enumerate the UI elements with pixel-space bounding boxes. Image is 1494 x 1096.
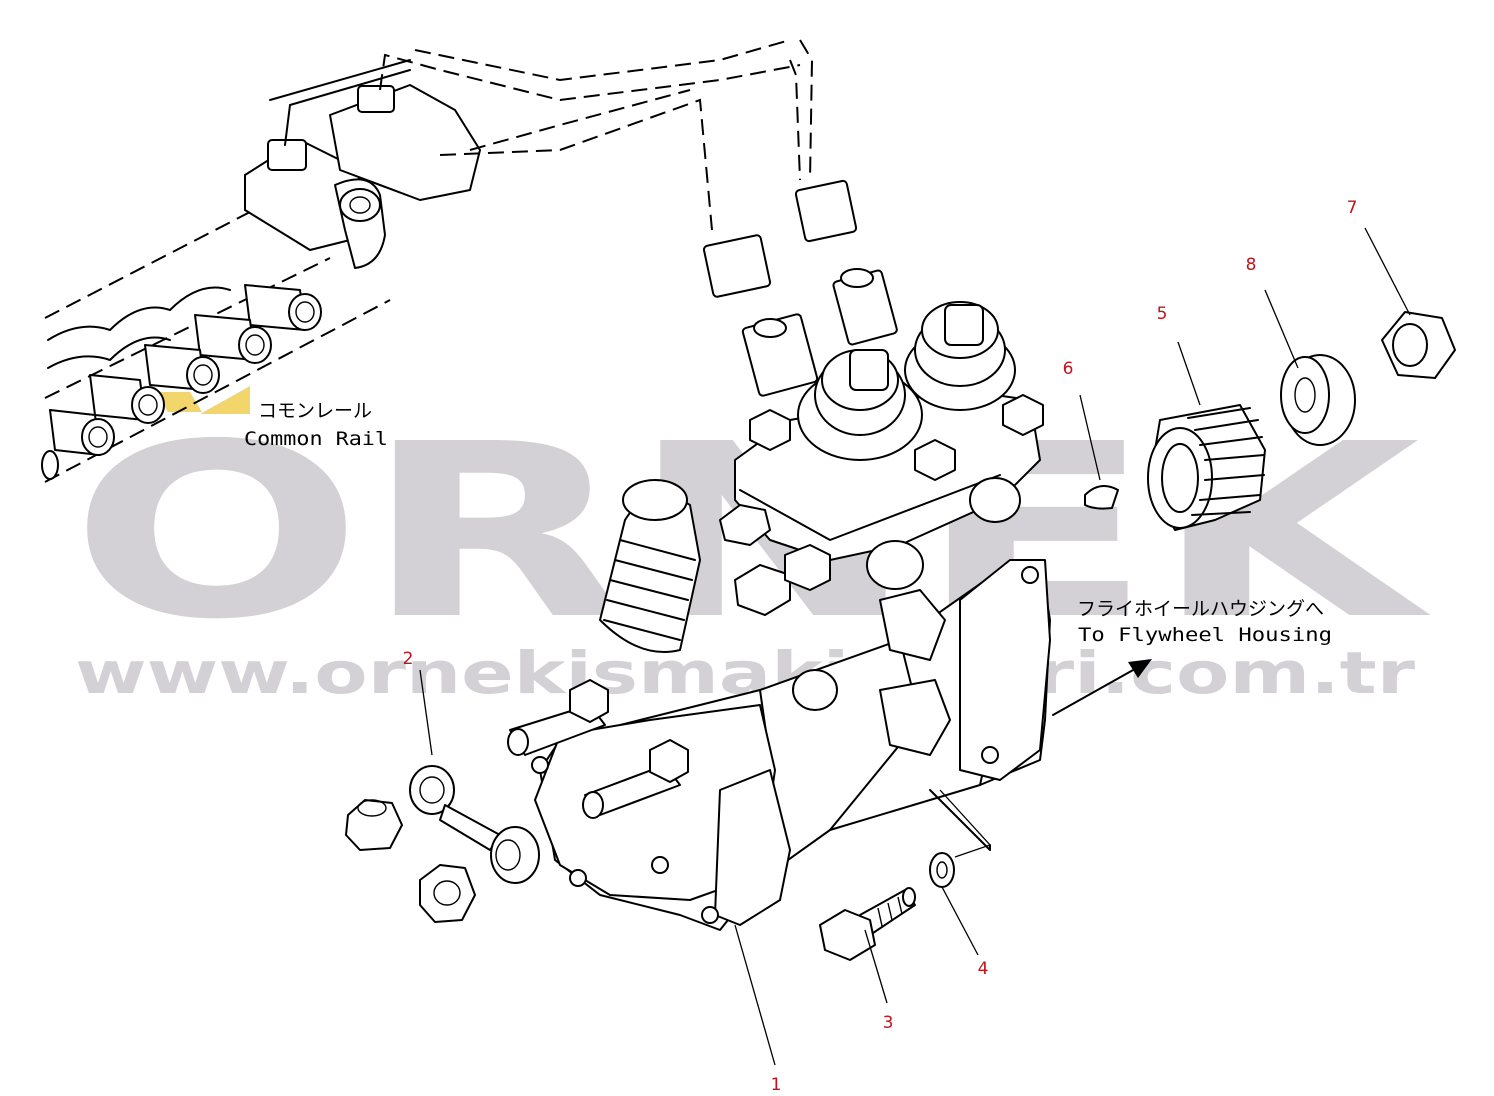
pump-bellows xyxy=(599,479,701,653)
rail-ports xyxy=(41,284,322,480)
leader-lines xyxy=(419,227,1411,1066)
supply-pump xyxy=(507,268,1051,931)
callout-3[interactable]: 3 xyxy=(883,1013,894,1033)
common-rail-label: Common Rail xyxy=(244,428,388,450)
bolt xyxy=(819,887,916,961)
woodruff-key xyxy=(1084,485,1119,510)
banjo-fitting-set xyxy=(345,765,540,923)
washer xyxy=(929,852,955,888)
high-pressure-pipes xyxy=(379,39,858,298)
watermark-accent-mark xyxy=(156,392,202,412)
flywheel-arrow xyxy=(1052,659,1152,716)
callouts: 1 2 3 4 5 6 7 8 xyxy=(403,198,1358,1095)
callout-2[interactable]: 2 xyxy=(403,649,414,669)
callout-8[interactable]: 8 xyxy=(1246,255,1257,275)
thick-washer xyxy=(1280,354,1356,446)
watermark-accent-mark xyxy=(200,386,250,414)
flywheel-label-jp: フライホイールハウジングへ xyxy=(1077,598,1324,620)
callout-6[interactable]: 6 xyxy=(1063,359,1074,379)
callout-1[interactable]: 1 xyxy=(771,1075,782,1095)
common-rail-label-jp: コモンレール xyxy=(258,400,372,422)
callout-5[interactable]: 5 xyxy=(1157,304,1168,324)
drive-gear xyxy=(1147,404,1266,531)
pump-valve-caps xyxy=(797,301,1016,461)
hex-nut xyxy=(1381,311,1456,379)
callout-7[interactable]: 7 xyxy=(1347,198,1358,218)
callout-4[interactable]: 4 xyxy=(978,959,989,979)
common-rail xyxy=(41,39,858,483)
flywheel-label: To Flywheel Housing xyxy=(1078,624,1332,646)
